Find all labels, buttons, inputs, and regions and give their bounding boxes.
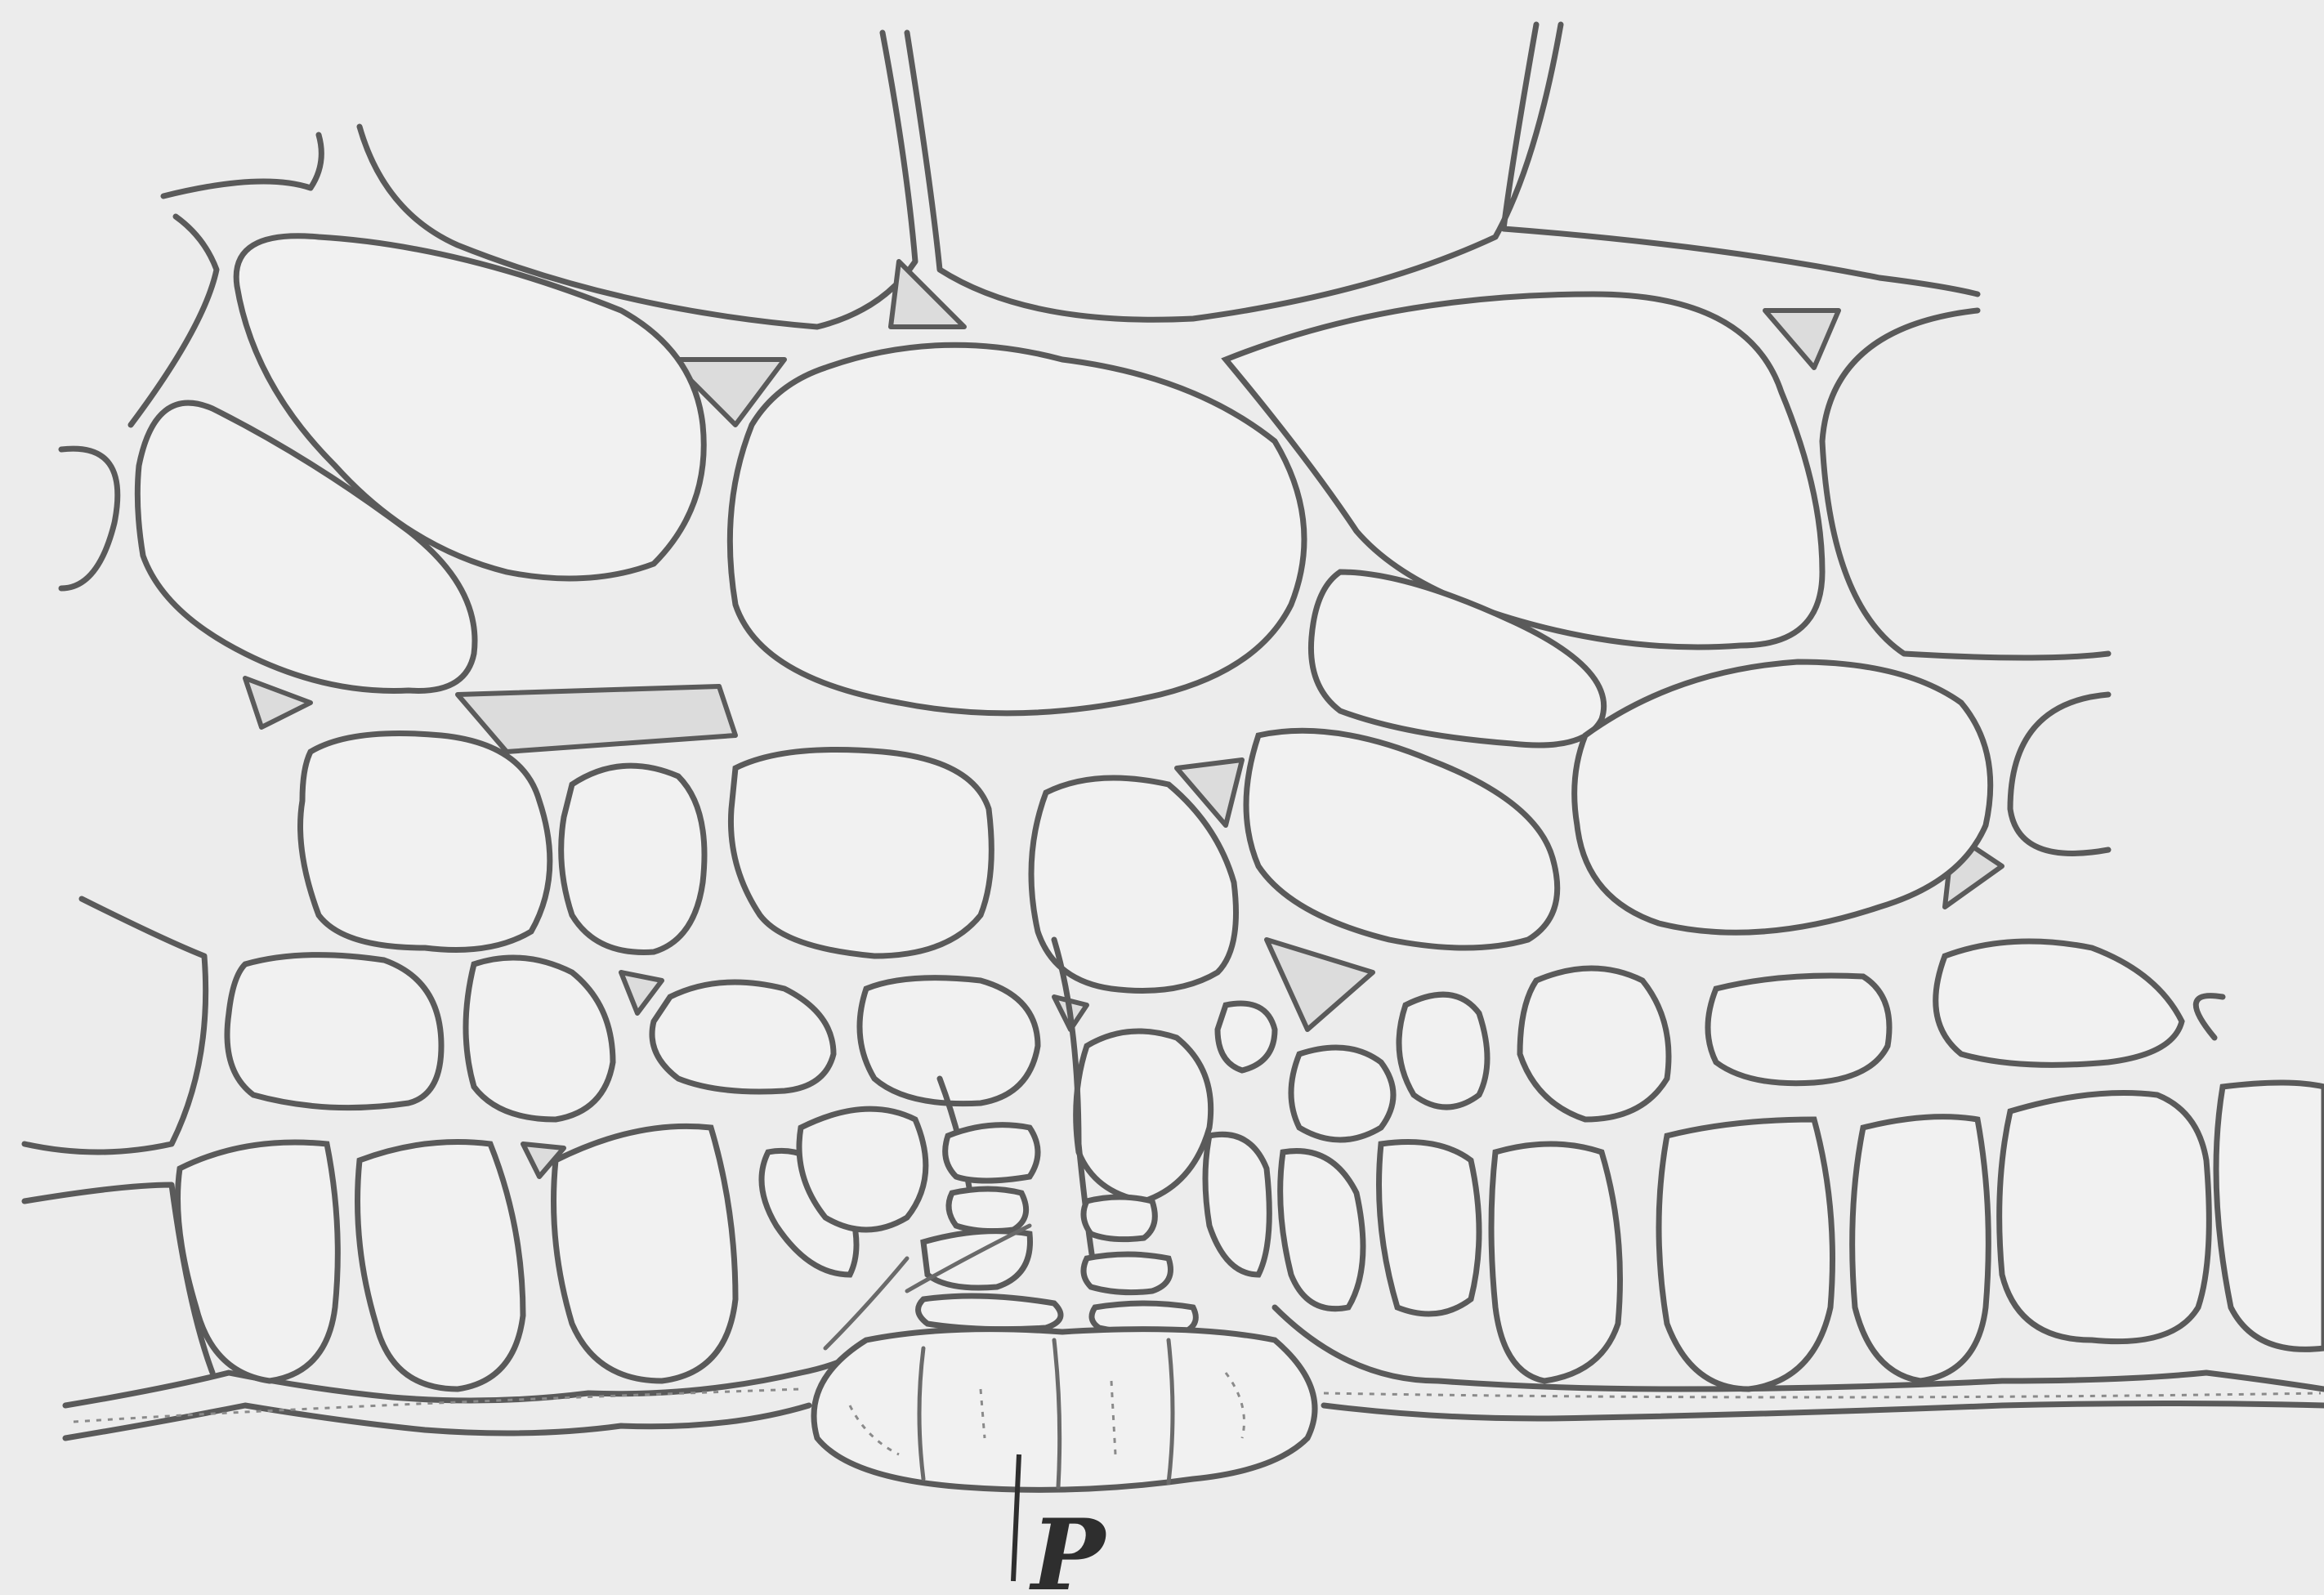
cell xyxy=(1246,730,1558,948)
cell xyxy=(561,766,704,952)
left-wall-mid xyxy=(25,899,206,1152)
intercellular-space xyxy=(1765,311,1839,368)
strand-cell xyxy=(923,1231,1030,1288)
strand-cell xyxy=(1084,1197,1155,1240)
cell xyxy=(1399,994,1487,1107)
top-right-wall xyxy=(1504,25,1978,294)
epidermal-cell xyxy=(1280,1151,1363,1309)
cell xyxy=(301,734,550,950)
cell xyxy=(652,982,834,1092)
epidermal-cell xyxy=(799,1109,926,1230)
cell xyxy=(731,750,991,957)
intercellular-space xyxy=(1267,940,1373,1030)
strand-cell xyxy=(949,1189,1026,1231)
epidermal-cell xyxy=(1379,1142,1480,1315)
cell xyxy=(1520,968,1669,1119)
protrusion-outline xyxy=(814,1329,1315,1490)
epidermal-cell xyxy=(1205,1134,1269,1275)
intercellular-space xyxy=(245,678,311,727)
label-p: P xyxy=(1029,1498,1108,1595)
epidermal-cell xyxy=(554,1126,736,1381)
epidermal-cell xyxy=(358,1142,524,1390)
top-left-wall-2 xyxy=(131,217,217,425)
cell xyxy=(1076,1031,1211,1201)
intercellular-space xyxy=(621,972,662,1013)
right-edge-wall-2 xyxy=(2010,695,2108,853)
epidermal-cell xyxy=(1491,1144,1620,1381)
cell xyxy=(1218,1003,1275,1070)
epidermal-cell xyxy=(2000,1093,2210,1342)
strand-cell xyxy=(945,1125,1038,1181)
strand-cell xyxy=(918,1296,1061,1329)
far-right-wall xyxy=(2196,996,2223,1038)
cell xyxy=(1708,976,1889,1083)
epidermal-cell xyxy=(1852,1117,1989,1381)
protrusion-p xyxy=(814,1329,1315,1490)
cell xyxy=(1291,1048,1393,1140)
left-edge-wall xyxy=(61,449,118,588)
strand-cell xyxy=(1084,1254,1171,1293)
epidermis-outer-right-2 xyxy=(1324,1404,2324,1419)
top-left-wall xyxy=(163,135,321,196)
cell xyxy=(1226,294,1822,647)
upper-cell-row xyxy=(137,236,1822,745)
cell xyxy=(1575,662,1991,932)
epidermis-outer-left-2 xyxy=(65,1405,809,1438)
cell xyxy=(860,978,1038,1104)
intercellular-space xyxy=(458,686,735,752)
epidermal-cell xyxy=(1659,1119,1833,1389)
intercellular-space xyxy=(891,261,964,327)
cell xyxy=(1936,941,2182,1065)
cell xyxy=(466,958,613,1119)
top-wall-2 xyxy=(907,25,1561,319)
epidermal-cell xyxy=(2216,1083,2324,1349)
cell xyxy=(730,345,1304,713)
right-edge-wall xyxy=(1822,311,2108,658)
cell xyxy=(227,955,441,1108)
